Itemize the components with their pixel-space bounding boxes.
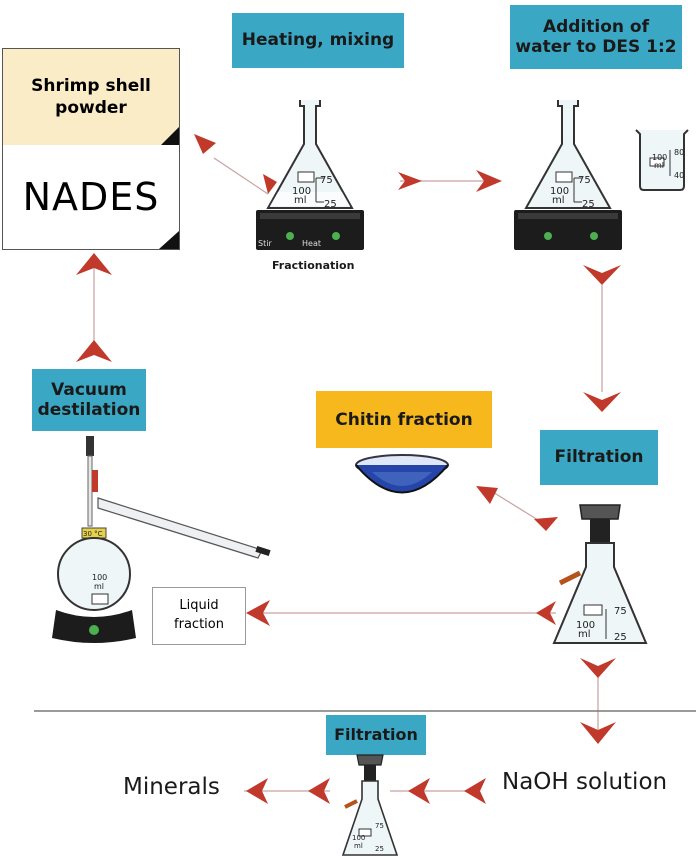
arrow-9 [534, 517, 558, 531]
dist-temp: 30 °C [83, 530, 103, 538]
filtration-right-marks: 75 100 ml 25 [576, 606, 627, 643]
arrow-15 [464, 778, 486, 804]
arrow-17 [308, 778, 330, 804]
arrow-5 [583, 265, 621, 285]
f1-heat: Heat [302, 239, 321, 248]
fb-ml: ml [354, 842, 363, 850]
flask-addition-marks: 75 100 ml 25 [550, 175, 595, 210]
beaker-marks: 80 40 100 ml [652, 148, 684, 180]
heating-mixing-label: Heating, mixing [232, 13, 404, 68]
f2-ml: ml [552, 195, 565, 206]
beaker [635, 129, 689, 191]
flask-addition [514, 100, 622, 250]
fr-m25: 25 [614, 632, 627, 643]
fb-m75: 75 [375, 822, 384, 830]
arrow-7 [76, 253, 112, 275]
flask-heating [256, 100, 364, 250]
filtration-flask-right [552, 504, 648, 644]
arrow-3 [398, 172, 422, 190]
minerals-label: Minerals [123, 774, 220, 800]
nades-label: NADES [3, 145, 179, 249]
f2-m25: 25 [582, 199, 595, 210]
fb-m25: 25 [375, 845, 384, 853]
arrow-10 [476, 486, 498, 504]
bk-40: 40 [674, 171, 684, 180]
flask-heating-marks: 75 100 ml 25 Stir Heat [258, 175, 337, 248]
bk-100: 100 [652, 153, 667, 162]
filtration-label-1: Filtration [540, 430, 658, 485]
f1-stir: Stir [258, 239, 272, 248]
filtration-label-2: Filtration [326, 715, 426, 755]
f1-m25: 25 [324, 199, 337, 210]
dist-vol: 100 [92, 573, 107, 582]
distillation-apparatus [52, 436, 271, 643]
arrow-1 [194, 134, 216, 154]
arrow-2 [263, 174, 277, 194]
arrow-14 [580, 722, 616, 744]
f1-m75: 75 [320, 175, 333, 186]
bk-80: 80 [674, 148, 684, 157]
naoh-solution-label: NaOH solution [502, 769, 668, 795]
arrow-6 [583, 392, 621, 412]
corner-marks [159, 127, 179, 249]
chitin-fraction-label: Chitin fraction [316, 391, 492, 448]
fractionation-label: Fractionation [272, 259, 355, 272]
fr-vol: 100 [576, 620, 595, 631]
arrow-11 [536, 601, 556, 625]
shrimp-line2: powder [55, 98, 127, 118]
filtration-flask-bottom [341, 754, 399, 856]
arrow-16 [408, 778, 430, 804]
chitin-bowl [355, 454, 449, 494]
fr-m75: 75 [614, 606, 627, 617]
filtration-bottom-marks: 75 100 ml 25 [352, 822, 384, 853]
dist-ml: ml [94, 582, 104, 591]
fb-vol: 100 [352, 834, 365, 842]
f2-vol: 100 [550, 186, 569, 197]
fr-ml: ml [578, 629, 591, 640]
arrow-18 [246, 778, 268, 804]
f1-ml: ml [294, 195, 307, 206]
distillation-marks: 100 ml 30 °C [83, 530, 107, 591]
f1-vol: 100 [292, 186, 311, 197]
f2-m75: 75 [578, 175, 591, 186]
arrow-4 [476, 170, 502, 192]
shrimp-line1: Shrimp shell [31, 75, 151, 96]
arrow-12 [246, 600, 270, 626]
arrow-13 [580, 658, 616, 678]
bk-ml: ml [654, 161, 664, 170]
flow-arrows [76, 134, 621, 804]
arrow-8 [76, 340, 112, 362]
